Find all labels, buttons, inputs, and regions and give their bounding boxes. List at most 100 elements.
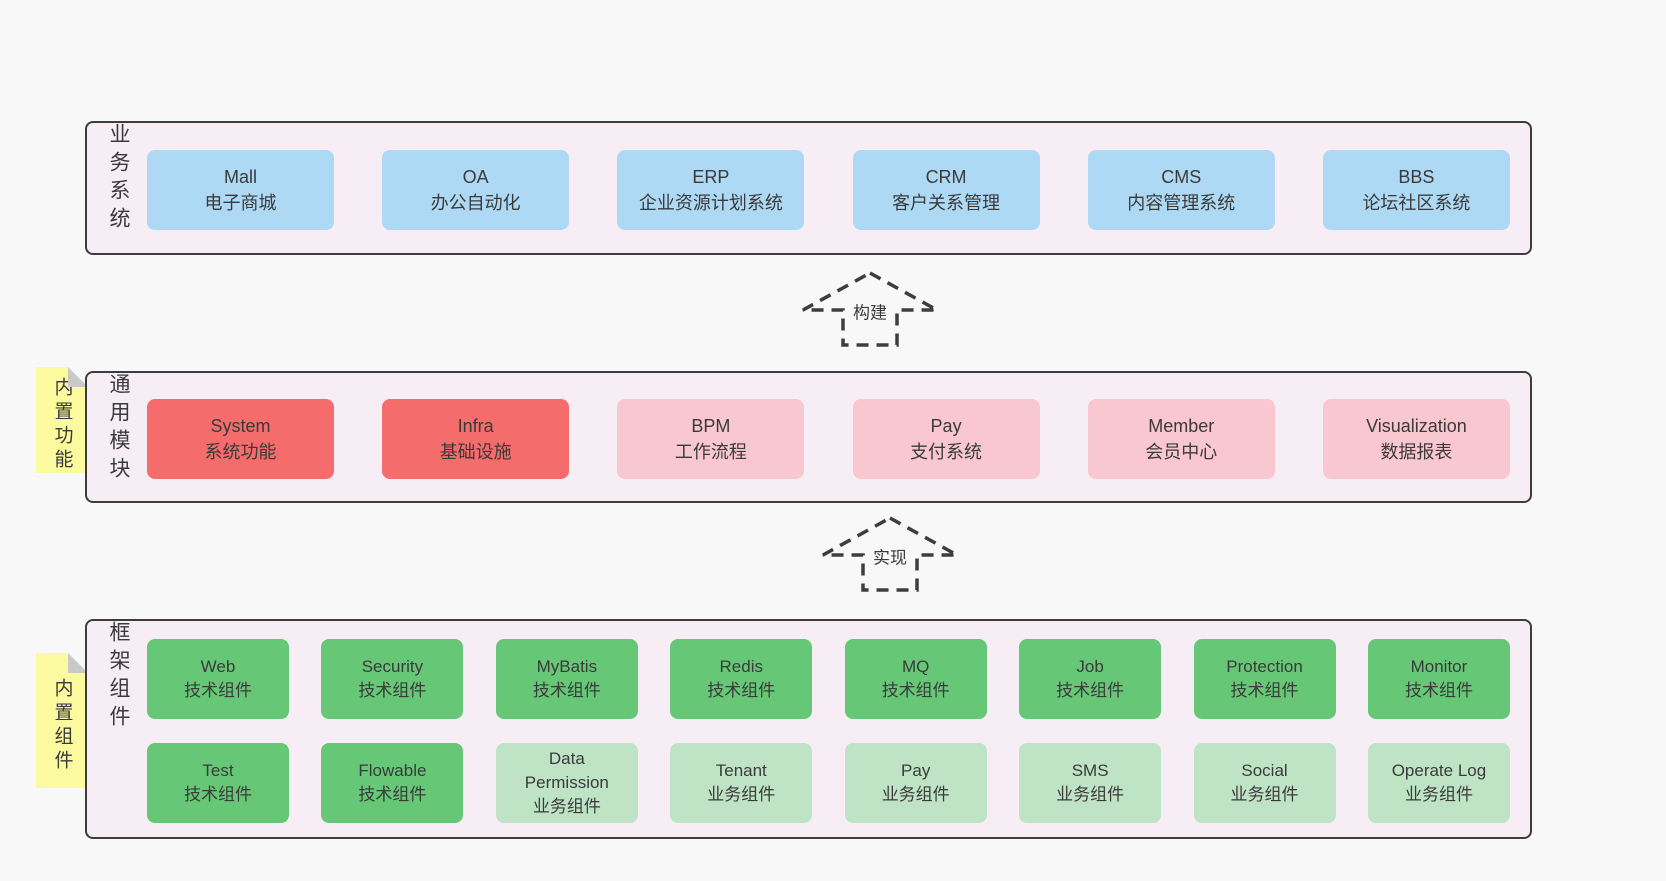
sticky-text: 内置功能 [51, 377, 73, 473]
components-row-1: Web 技术组件 Security 技术组件 MyBatis 技术组件 Redi… [147, 639, 1510, 719]
box-title: CRM [925, 167, 967, 187]
box-subtitle: 支付系统 [910, 442, 983, 462]
box-oa: OA 办公自动化 [382, 150, 570, 230]
layer-common-modules: 通用模块 System 系统功能 Infra 基础设施 BPM 工作流程 Pay… [85, 371, 1532, 503]
box-subtitle: 会员中心 [1145, 442, 1218, 462]
up-arrow-icon [802, 271, 938, 347]
box-subtitle: 业务组件 [1056, 785, 1125, 804]
layer-framework-components: 框架组件 Web 技术组件 Security 技术组件 MyBatis 技术组件… [85, 619, 1532, 839]
box-title: OA [462, 167, 489, 187]
box-subtitle: 内容管理系统 [1127, 193, 1236, 213]
box-pay: Pay 支付系统 [852, 399, 1040, 479]
box-subtitle: 业务组件 [707, 785, 776, 804]
layer-label-components: 框架组件 [107, 621, 130, 733]
box-web: Web 技术组件 [147, 639, 289, 719]
box-title: CMS [1161, 167, 1202, 187]
box-monitor: Monitor 技术组件 [1367, 639, 1510, 719]
box-redis: Redis 技术组件 [670, 639, 813, 719]
box-subtitle: 技术组件 [1230, 681, 1299, 700]
box-subtitle: 技术组件 [184, 681, 252, 700]
box-bpm: BPM 工作流程 [617, 399, 805, 479]
box-title: Tenant [715, 761, 767, 780]
box-title: Flowable [358, 761, 427, 780]
implement-arrow-label: 实现 [870, 542, 910, 570]
box-pay-biz: Pay 业务组件 [844, 743, 987, 823]
box-subtitle: 业务组件 [1404, 785, 1473, 804]
box-mybatis: MyBatis 技术组件 [495, 639, 638, 719]
box-subtitle: 业务组件 [1230, 785, 1299, 804]
box-subtitle: 办公自动化 [430, 193, 521, 213]
box-subtitle: 技术组件 [184, 785, 252, 804]
box-subtitle: 技术组件 [1056, 681, 1125, 700]
box-title: Security [361, 657, 424, 676]
box-subtitle: 业务组件 [881, 785, 950, 804]
box-member: Member 会员中心 [1087, 399, 1275, 479]
box-infra: Infra 基础设施 [382, 399, 570, 479]
box-title: MQ [901, 657, 930, 676]
box-subtitle: 技术组件 [1404, 681, 1473, 700]
box-subtitle: 业务组件 [532, 797, 601, 816]
box-subtitle: 技术组件 [358, 785, 427, 804]
box-data-permission: Data Permission 业务组件 [495, 743, 638, 823]
box-crm: CRM 客户关系管理 [852, 150, 1040, 230]
up-arrow-icon [822, 516, 958, 592]
box-title: Job [1076, 657, 1104, 676]
box-system: System 系统功能 [147, 399, 334, 479]
box-title: Data Permission [524, 749, 609, 792]
components-row-2: Test 技术组件 Flowable 技术组件 Data Permission … [147, 743, 1510, 823]
box-subtitle: 工作流程 [674, 442, 747, 462]
sticky-text: 内置组件 [51, 677, 73, 774]
box-title: Visualization [1366, 416, 1467, 436]
box-subtitle: 技术组件 [532, 681, 601, 700]
box-security: Security 技术组件 [321, 639, 464, 719]
box-subtitle: 数据报表 [1380, 442, 1453, 462]
box-title: Mall [223, 167, 257, 187]
box-title: Member [1148, 416, 1215, 436]
box-title: BPM [691, 416, 731, 436]
box-sms: SMS 业务组件 [1019, 743, 1162, 823]
box-mall: Mall 电子商城 [147, 150, 334, 230]
box-title: Pay [930, 416, 962, 436]
box-subtitle: 电子商城 [204, 193, 277, 213]
box-subtitle: 技术组件 [358, 681, 427, 700]
box-protection: Protection 技术组件 [1193, 639, 1336, 719]
box-tenant: Tenant 业务组件 [670, 743, 813, 823]
box-title: Social [1241, 761, 1288, 780]
business-box-row: Mall 电子商城 OA 办公自动化 ERP 企业资源计划系统 CRM 客户关系… [147, 150, 1510, 230]
modules-box-row: System 系统功能 Infra 基础设施 BPM 工作流程 Pay 支付系统… [147, 399, 1510, 479]
box-title: ERP [692, 167, 730, 187]
sticky-note-builtin-components: 内置组件 [36, 653, 88, 788]
box-title: System [210, 416, 271, 436]
box-subtitle: 系统功能 [204, 442, 277, 462]
layer-business-systems: 业务系统 Mall 电子商城 OA 办公自动化 ERP 企业资源计划系统 CRM… [85, 121, 1532, 255]
box-subtitle: 技术组件 [881, 681, 950, 700]
box-title: Monitor [1410, 657, 1468, 676]
box-cms: CMS 内容管理系统 [1087, 150, 1275, 230]
box-erp: ERP 企业资源计划系统 [617, 150, 805, 230]
box-title: Operate Log [1391, 761, 1487, 780]
box-title: SMS [1071, 761, 1109, 780]
layer-label-business: 业务系统 [107, 123, 130, 235]
box-bbs: BBS 论坛社区系统 [1322, 150, 1510, 230]
box-subtitle: 企业资源计划系统 [638, 193, 783, 213]
box-mq: MQ 技术组件 [844, 639, 987, 719]
box-operate-log: Operate Log 业务组件 [1367, 743, 1510, 823]
build-arrow-label: 构建 [850, 297, 890, 325]
box-subtitle: 论坛社区系统 [1362, 193, 1471, 213]
box-title: Infra [457, 416, 494, 436]
box-title: Web [200, 657, 236, 676]
box-flowable: Flowable 技术组件 [321, 743, 464, 823]
box-test: Test 技术组件 [147, 743, 289, 823]
box-title: MyBatis [536, 657, 598, 676]
box-title: BBS [1398, 167, 1435, 187]
box-job: Job 技术组件 [1019, 639, 1162, 719]
box-title: Protection [1226, 657, 1303, 676]
build-arrow: 构建 [800, 270, 940, 348]
box-subtitle: 基础设施 [439, 442, 512, 462]
box-title: Redis [719, 657, 763, 676]
box-subtitle: 技术组件 [707, 681, 776, 700]
box-subtitle: 客户关系管理 [892, 193, 1001, 213]
box-visualization: Visualization 数据报表 [1322, 399, 1510, 479]
sticky-note-builtin-features: 内置功能 [36, 367, 88, 473]
box-title: Test [202, 761, 234, 780]
